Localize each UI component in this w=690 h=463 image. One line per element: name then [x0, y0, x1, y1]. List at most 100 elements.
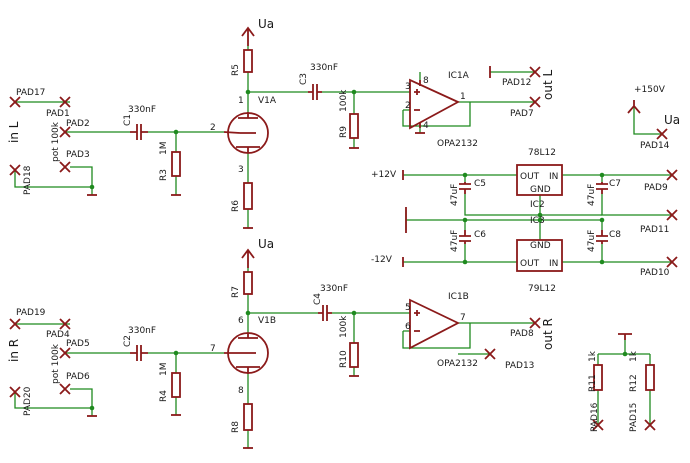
svg-text:R6: R6 — [231, 200, 241, 212]
svg-text:PAD18: PAD18 — [23, 165, 33, 195]
r7-body — [243, 271, 253, 295]
svg-text:R8: R8 — [231, 421, 241, 433]
svg-text:PAD6: PAD6 — [66, 372, 90, 382]
svg-text:C6: C6 — [474, 230, 486, 240]
c8-body — [596, 230, 608, 244]
svg-text:PAD17: PAD17 — [16, 88, 45, 98]
svg-text:R4: R4 — [159, 390, 169, 402]
tube-v1b — [224, 332, 269, 374]
svg-text:R3: R3 — [159, 169, 169, 181]
tube-v1a — [223, 112, 269, 154]
ic1b-label: IC1B — [448, 292, 469, 302]
c1-body — [130, 124, 148, 140]
svg-text:R5: R5 — [231, 64, 241, 76]
r6-body — [243, 182, 253, 210]
svg-text:GND: GND — [530, 185, 551, 195]
junctions — [89, 89, 628, 411]
svg-text:6: 6 — [405, 322, 411, 332]
svg-text:PAD15: PAD15 — [629, 403, 639, 432]
opamp-ic1b — [409, 298, 461, 350]
v1a-label: V1A — [258, 96, 277, 106]
svg-text:PAD3: PAD3 — [66, 150, 90, 160]
svg-text:330nF: 330nF — [128, 105, 156, 115]
ic1b-part: OPA2132 — [437, 359, 478, 369]
opamp-ic1a — [409, 78, 461, 130]
svg-text:C5: C5 — [474, 179, 486, 189]
svg-text:7: 7 — [460, 313, 466, 323]
svg-text:4: 4 — [423, 121, 429, 131]
v1b-label: V1B — [258, 316, 276, 326]
svg-text:C2: C2 — [123, 335, 133, 347]
svg-text:C8: C8 — [609, 230, 621, 240]
svg-text:pot 100k: pot 100k — [51, 343, 61, 384]
svg-text:R9: R9 — [339, 126, 349, 138]
svg-text:PAD5: PAD5 — [66, 339, 90, 349]
svg-text:R12: R12 — [629, 374, 639, 392]
svg-text:100k: 100k — [339, 315, 349, 338]
svg-text:PAD12: PAD12 — [502, 78, 531, 88]
r4-body — [171, 372, 181, 398]
svg-text:3: 3 — [405, 82, 411, 92]
svg-text:OUT: OUT — [520, 172, 540, 182]
v150-label: +150V — [634, 85, 666, 95]
svg-text:330nF: 330nF — [320, 284, 348, 294]
svg-text:PAD9: PAD9 — [644, 183, 668, 193]
svg-text:47uF: 47uF — [450, 184, 460, 206]
nets — [14, 46, 672, 448]
reg-79l12 — [516, 239, 563, 272]
svg-text:8: 8 — [238, 386, 244, 396]
svg-text:R10: R10 — [339, 350, 349, 368]
svg-text:8: 8 — [423, 76, 429, 86]
r8-body — [243, 403, 253, 431]
svg-text:C3: C3 — [299, 73, 309, 85]
out-l-label: out L — [541, 70, 555, 100]
svg-text:C4: C4 — [313, 293, 323, 305]
r5-body — [243, 49, 253, 73]
r11-body — [593, 364, 603, 391]
r3-body — [171, 151, 181, 177]
svg-text:PAD10: PAD10 — [640, 268, 670, 278]
r12-body — [645, 364, 655, 391]
svg-text:PAD14: PAD14 — [640, 141, 670, 151]
svg-text:IN: IN — [549, 259, 558, 269]
svg-text:1: 1 — [460, 92, 466, 102]
svg-text:47uF: 47uF — [450, 230, 460, 252]
reg-pos-label: 78L12 — [528, 148, 556, 158]
svg-text:2: 2 — [210, 123, 216, 133]
svg-text:1M: 1M — [159, 142, 169, 156]
c4-body — [318, 305, 332, 321]
svg-text:6: 6 — [238, 316, 244, 326]
ic3-label: IC3 — [530, 216, 545, 226]
svg-text:PAD8: PAD8 — [510, 329, 534, 339]
svg-text:C7: C7 — [609, 179, 621, 189]
r10-body — [349, 342, 359, 368]
svg-text:GND: GND — [530, 241, 551, 251]
svg-text:7: 7 — [210, 344, 216, 354]
ua-top-label: Ua — [258, 17, 274, 31]
svg-text:330nF: 330nF — [128, 326, 156, 336]
svg-text:47uF: 47uF — [587, 184, 597, 206]
svg-text:IN: IN — [549, 172, 558, 182]
c3-body — [308, 84, 322, 100]
svg-text:PAD16: PAD16 — [590, 402, 600, 432]
in-r-label: in R — [7, 339, 21, 362]
svg-text:100k: 100k — [339, 89, 349, 112]
svg-text:5: 5 — [405, 303, 411, 313]
ua-right-label: Ua — [664, 113, 680, 127]
svg-text:PAD13: PAD13 — [505, 361, 534, 371]
svg-text:PAD19: PAD19 — [16, 308, 46, 318]
c5-body — [459, 182, 471, 194]
ic2-label: IC2 — [530, 200, 545, 210]
svg-text:R7: R7 — [231, 286, 241, 298]
svg-text:PAD20: PAD20 — [23, 386, 33, 416]
svg-text:1: 1 — [238, 96, 244, 106]
out-r-label: out R — [541, 318, 555, 350]
ic1a-label: IC1A — [448, 71, 470, 81]
svg-text:47uF: 47uF — [587, 230, 597, 252]
svg-text:1k: 1k — [629, 350, 639, 362]
ic1a-part: OPA2132 — [437, 139, 478, 149]
v12n-label: -12V — [371, 255, 393, 265]
svg-text:1M: 1M — [159, 363, 169, 377]
c6-body — [459, 230, 471, 244]
